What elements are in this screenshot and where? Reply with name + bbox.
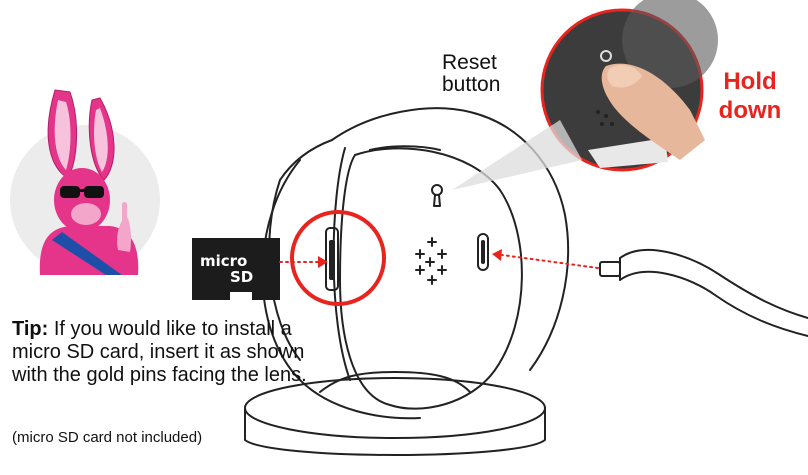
reset-label-line1: Reset — [442, 51, 497, 74]
sd-insert-arrow — [279, 256, 328, 268]
tip-paragraph: Tip: If you would like to install a micr… — [12, 318, 322, 387]
hold-down-label: Hold down — [700, 68, 800, 126]
micro-sd-card-icon: micro SD — [192, 238, 280, 300]
usb-cable-icon — [599, 249, 808, 337]
hold-label-line1: Hold — [723, 68, 777, 95]
sd-card-text-micro: micro — [200, 252, 247, 270]
sensor-pattern — [415, 237, 447, 285]
sd-card-text-sd: SD — [230, 268, 253, 286]
reset-button-label: Reset button — [442, 51, 532, 97]
usb-insert-arrow — [492, 249, 599, 269]
camera-illustration — [244, 107, 582, 456]
reset-label-line2: button — [442, 73, 501, 97]
tip-body: If you would like to install a micro SD … — [12, 318, 307, 386]
finger-photo-inset — [540, 0, 718, 172]
tip-heading: Tip: — [12, 318, 49, 340]
hold-label-line2: down — [718, 96, 782, 124]
sd-slot-highlight — [290, 210, 386, 306]
mascot-illustration — [10, 89, 160, 275]
tip-note: (micro SD card not included) — [12, 429, 203, 446]
